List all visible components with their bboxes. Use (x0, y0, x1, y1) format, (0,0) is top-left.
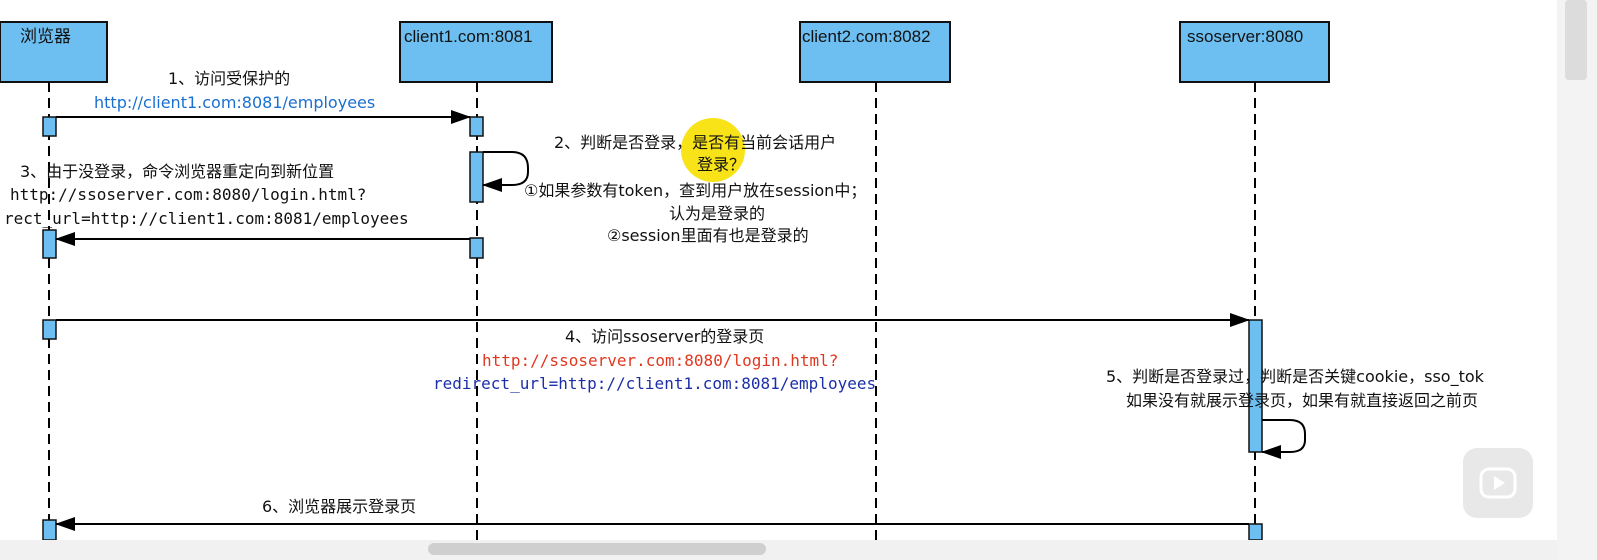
message-2-label: 2、判断是否登录，是否有当前会话用户 (554, 133, 836, 152)
message-3-url-1: http://ssoserver.com:8080/login.html? (10, 185, 366, 204)
activation-client1-2 (469, 151, 484, 203)
message-1-url: http://client1.com:8081/employees (94, 93, 375, 112)
vertical-scrollbar[interactable] (1557, 0, 1597, 560)
horizontal-scrollbar[interactable] (0, 540, 1557, 560)
message-2-self-arrow (482, 151, 529, 192)
participant-client2: client2.com:8082 (799, 21, 951, 83)
participant-client1: client1.com:8081 (399, 21, 553, 83)
message-5-detail: 如果没有就展示登录页，如果有就直接返回之前页 (1126, 391, 1478, 410)
message-2-rule-2: ②session里面有也是登录的 (607, 226, 809, 245)
horizontal-scrollbar-thumb[interactable] (428, 543, 766, 555)
message-4-url-1: http://ssoserver.com:8080/login.html? (482, 351, 838, 370)
play-button[interactable] (1463, 448, 1533, 518)
message-5-self-arrow (1261, 419, 1306, 459)
message-3-label: 3、由于没登录，命令浏览器重定向到新位置 (20, 162, 334, 181)
cursor-highlight (681, 118, 745, 182)
activation-client1-3 (469, 237, 484, 259)
participant-client2-label: client2.com:8082 (802, 27, 931, 46)
vertical-scrollbar-thumb[interactable] (1565, 0, 1587, 80)
message-6-label: 6、浏览器展示登录页 (262, 497, 416, 516)
activation-client1-1 (469, 116, 484, 137)
participant-ssoserver-label: ssoserver:8080 (1187, 27, 1303, 46)
participant-ssoserver: ssoserver:8080 (1179, 21, 1330, 83)
message-2-rule-1-cont: 认为是登录的 (669, 204, 765, 223)
activation-ssoserver-2 (1248, 523, 1263, 540)
participant-client1-label: client1.com:8081 (404, 27, 533, 46)
play-icon (1479, 467, 1517, 499)
message-2-rule-1: ①如果参数有token，查到用户放在session中； (524, 181, 866, 200)
message-5-label: 5、判断是否登录过，判断是否关键cookie，sso_tok (1106, 367, 1485, 387)
activation-browser-2 (42, 229, 57, 259)
activation-ssoserver-1 (1248, 319, 1263, 453)
activation-browser-4 (42, 519, 57, 540)
participant-browser: 浏览器 (0, 21, 108, 83)
message-4-url-2: redirect_url=http://client1.com:8081/emp… (433, 374, 876, 393)
activation-browser-1 (42, 116, 57, 137)
message-1-label: 1、访问受保护的 (168, 69, 290, 88)
message-2-question: 登录？ (697, 155, 745, 174)
message-4-label: 4、访问ssoserver的登录页 (565, 327, 764, 346)
message-3-url-2: rect_url=http://client1.com:8081/employe… (4, 209, 409, 228)
activation-browser-3 (42, 319, 57, 340)
participant-browser-label: 浏览器 (20, 27, 71, 46)
